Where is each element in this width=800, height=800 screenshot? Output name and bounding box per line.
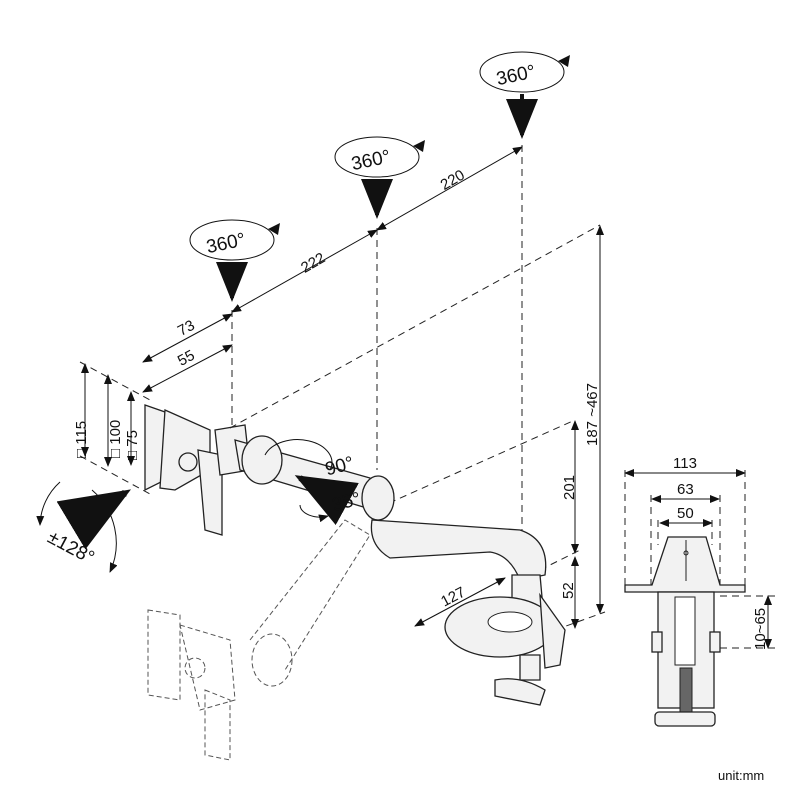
height-range: 187 ~467	[584, 383, 601, 446]
rotation-indicator-head: 360°	[189, 219, 280, 302]
clamp-front-view: 10~65 113 63 50	[624, 455, 775, 727]
rotation-indicator-base: 360°	[479, 51, 570, 139]
vesa-75: □ 75	[124, 430, 141, 460]
unit-label: unit:mm	[718, 768, 764, 783]
rotation-indicator-elbow: 360°	[334, 136, 425, 219]
rotation-label: 360°	[204, 229, 247, 258]
clamp-width-50: 50	[677, 505, 694, 522]
monitor-head	[144, 404, 251, 536]
height-52: 52	[560, 582, 577, 599]
height-201: 201	[561, 475, 578, 500]
tilt-angle: ±128°	[44, 527, 98, 569]
rotation-label: 360°	[494, 61, 537, 90]
monitor-arm	[234, 435, 566, 706]
arm-length-2: 220	[438, 167, 468, 194]
rotation-label: 360°	[349, 146, 392, 175]
desk-thickness: 10~65	[752, 608, 769, 650]
vesa-100: □ 100	[107, 420, 124, 458]
clamp-width-63: 63	[677, 481, 694, 498]
vesa-115: □ 115	[73, 421, 90, 458]
head-offset-55: 55	[175, 347, 198, 370]
ghost-arm-position	[147, 519, 371, 761]
head-offset-73: 73	[175, 317, 198, 340]
clamp-width-113: 113	[673, 455, 697, 472]
